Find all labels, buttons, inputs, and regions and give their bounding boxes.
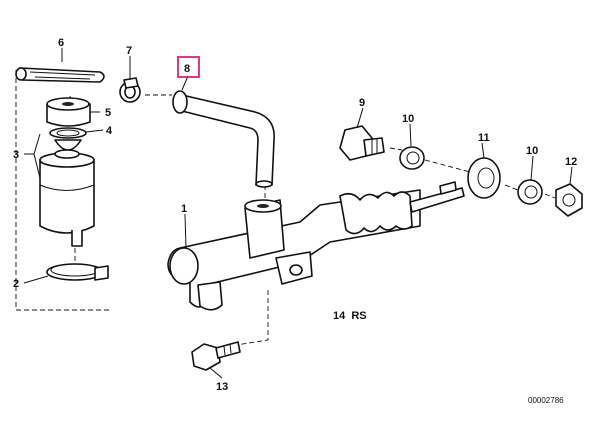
part-reservoir-cap [46,97,91,127]
callout-8: 8 [184,63,190,75]
callout-1: 1 [181,203,187,215]
callout-11: 11 [478,132,490,144]
part-bolt-13 [191,341,241,371]
callout-5: 5 [105,107,111,119]
part-formed-hose [172,90,275,188]
callout-9: 9 [359,97,365,109]
assembly-lines [15,70,556,347]
callout-labels: 6 7 8 5 4 3 2 1 9 10 11 10 12 13 [13,37,577,393]
part-hose-clamp [119,77,141,103]
part-hose [15,67,105,83]
part-boot-push-rod [339,181,465,235]
callout-6: 6 [58,37,64,49]
callout-4: 4 [106,125,113,137]
callout-10-second: 10 [526,145,538,157]
diagram-code: 00002786 [528,396,564,405]
part-nut-12 [555,183,583,217]
model-note: 14 RS [333,310,367,322]
part-washer-11 [467,157,501,199]
part-reservoir [39,149,95,247]
part-washer-10b [517,179,543,205]
callout-12: 12 [565,156,577,168]
part-washer-10a [399,146,425,170]
leader-lines [23,48,573,379]
callout-7: 7 [126,45,132,57]
callout-2: 2 [13,278,19,290]
part-clamp-band [46,263,109,281]
callout-13: 13 [216,381,228,393]
highlight-box [177,56,200,78]
part-gasket [49,127,87,151]
part-bolt-9 [339,125,385,161]
callout-10-first: 10 [402,113,414,125]
callout-3: 3 [13,149,19,161]
